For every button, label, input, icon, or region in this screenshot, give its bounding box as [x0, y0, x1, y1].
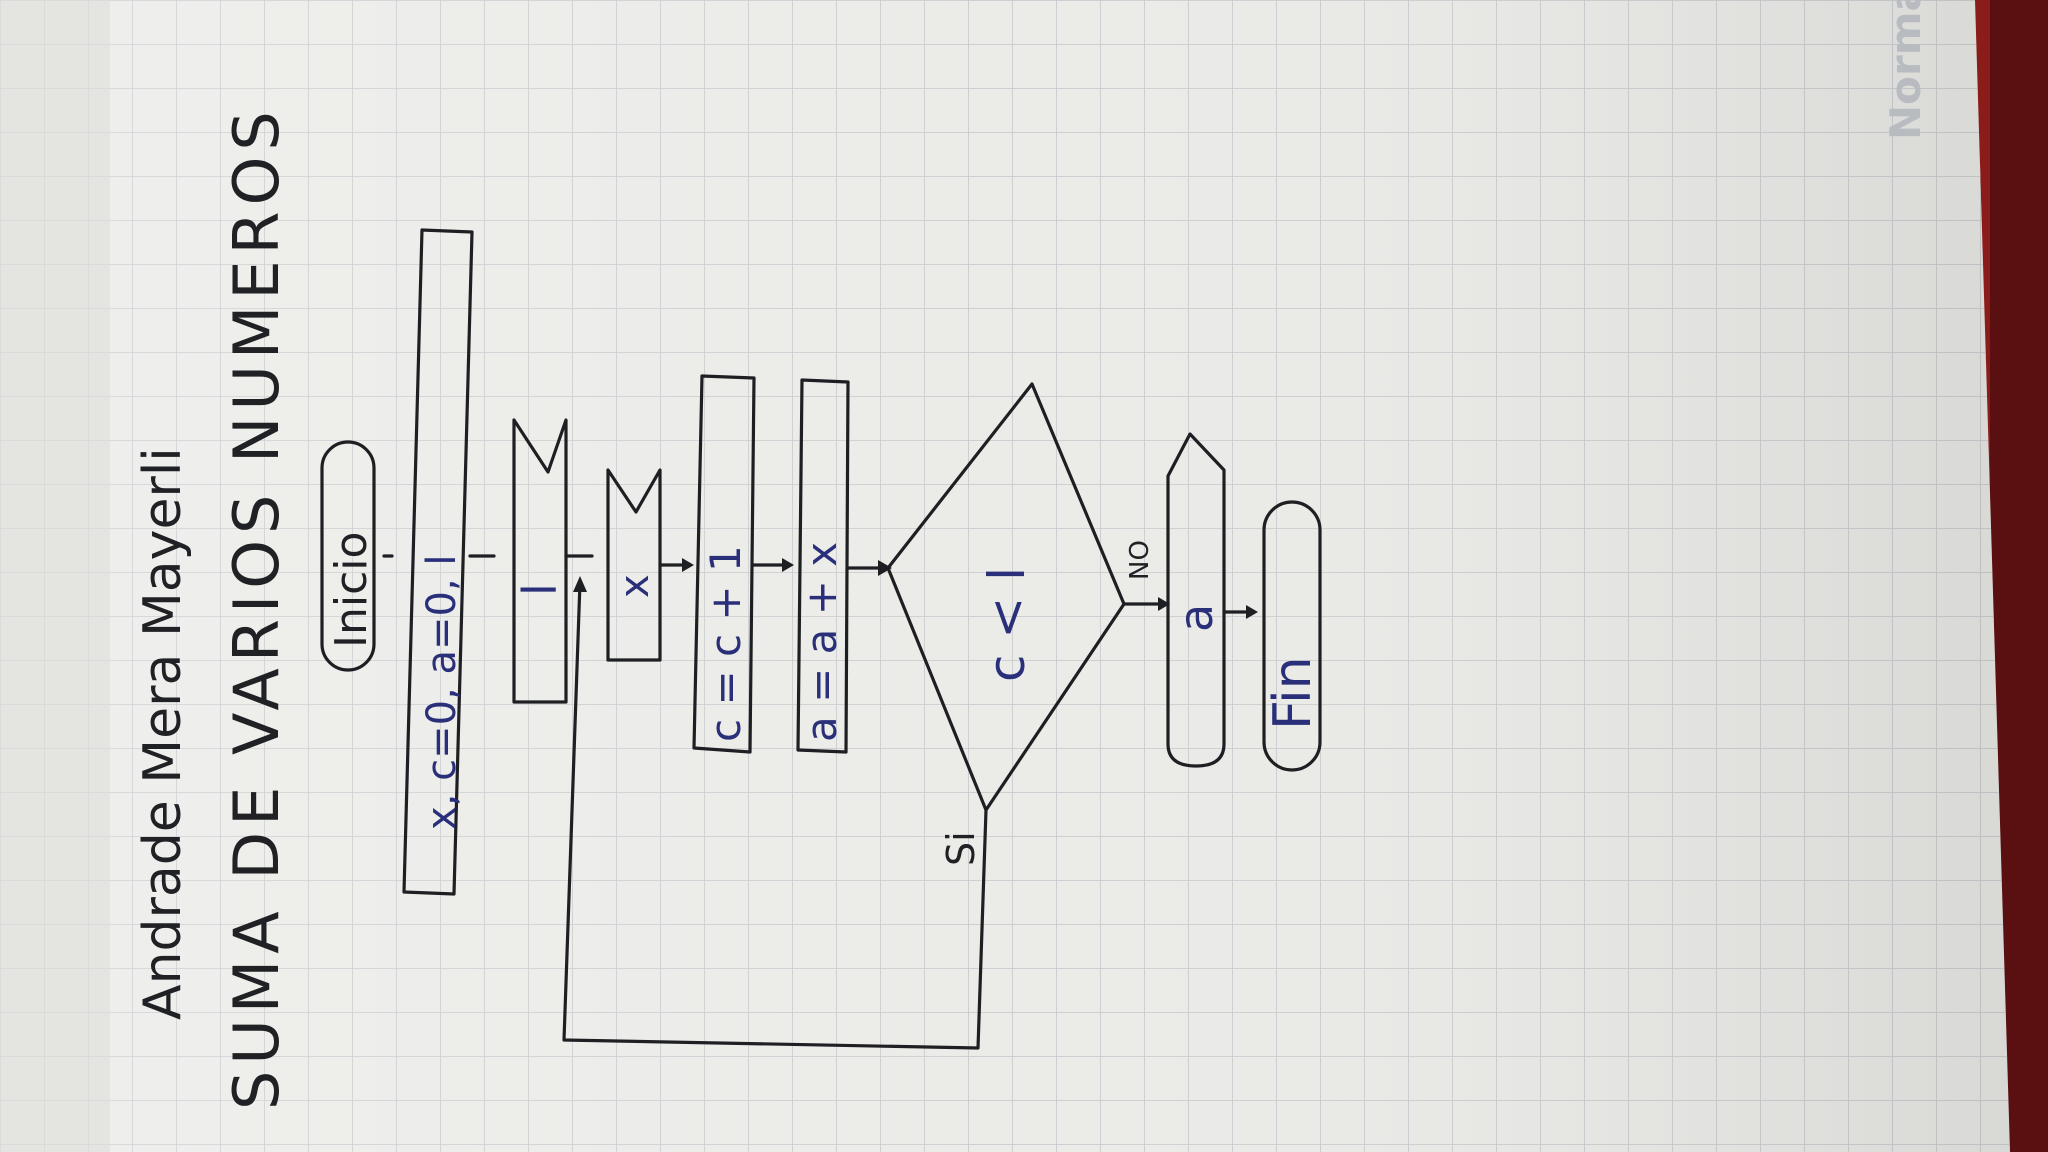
- no-label: NO: [1125, 540, 1155, 580]
- yes-label: Si: [939, 831, 983, 866]
- input-x-label: x: [612, 574, 658, 598]
- input-l-shape: [512, 418, 568, 704]
- end-label: Fin: [1263, 656, 1323, 730]
- diagram-title: SUMA DE VARIOS NUMEROS: [220, 105, 293, 1110]
- increment-label: c = c + 1: [701, 545, 750, 742]
- author-name: Andrade Mera Mayerli: [133, 447, 193, 1020]
- increment-box: [692, 374, 756, 754]
- loop-back-arrow: [562, 580, 988, 1050]
- end-terminator: [1262, 500, 1322, 772]
- decision-label: c < l: [978, 567, 1036, 682]
- brand-watermark: Norma: [1881, 0, 1930, 140]
- accumulate-box: [796, 378, 850, 754]
- declaration-label: x, c=0, a=0, l: [419, 554, 465, 830]
- input-l-label: l: [513, 583, 567, 596]
- output-shape: [1166, 432, 1226, 768]
- accumulate-label: a = a + x: [797, 542, 846, 742]
- declaration-box: [402, 228, 474, 896]
- start-terminator: [320, 440, 376, 672]
- start-label: Inicio: [326, 532, 377, 648]
- output-label: a: [1169, 604, 1223, 632]
